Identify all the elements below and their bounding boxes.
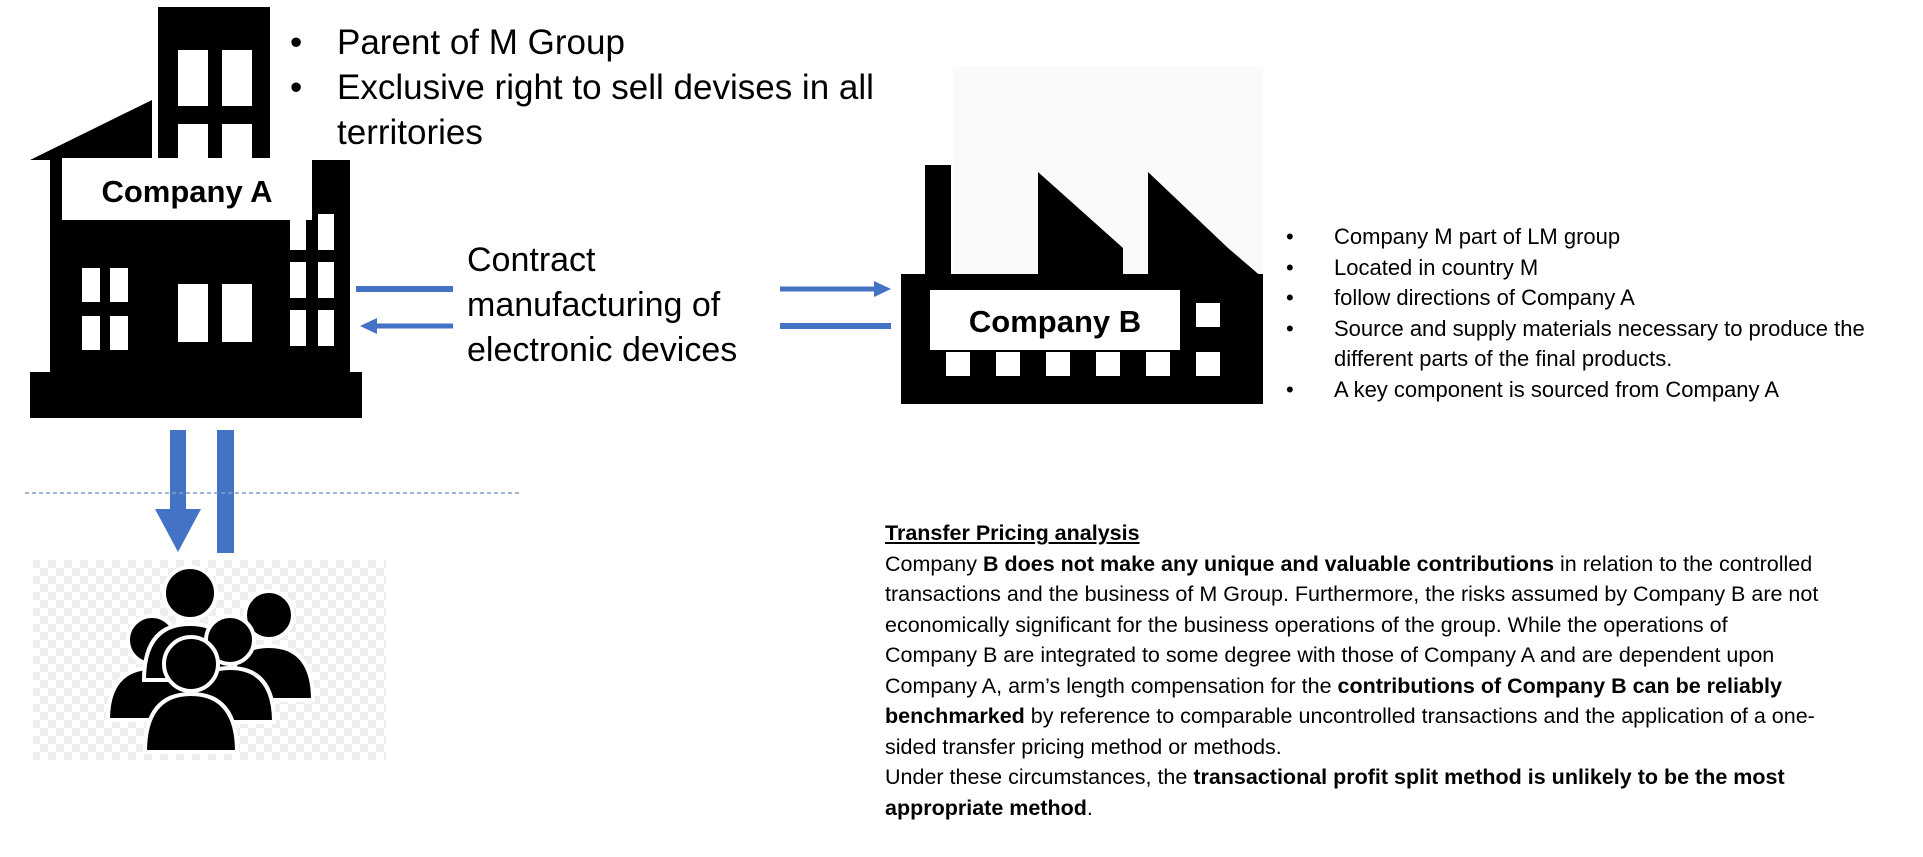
analysis-emphasis: transactional profit split method is unl… <box>885 765 1785 820</box>
arrow-down-head <box>155 509 201 552</box>
analysis-text: by reference to comparable uncontrolled … <box>885 704 1815 759</box>
analysis-conclusion: Under these circumstances, the transacti… <box>885 762 1825 823</box>
contract-label: Contract manufacturing of electronic dev… <box>467 241 738 369</box>
company-b-bullet: A key component is sourced from Company … <box>1284 375 1923 406</box>
analysis-paragraph: Company B does not make any unique and v… <box>885 549 1825 763</box>
customers-group-icon <box>105 565 316 754</box>
company-b-bullet: follow directions of Company A <box>1284 283 1923 314</box>
company-a-bullet: Exclusive right to sell devises in all t… <box>290 65 930 155</box>
arrow-to-company-a-head <box>360 318 377 334</box>
analysis-emphasis: contributions of Company B can be reliab… <box>885 673 1782 729</box>
arrow-down-shaft <box>170 430 186 512</box>
return-bar <box>217 430 234 553</box>
transfer-pricing-analysis: Transfer Pricing analysis Company B does… <box>885 518 1825 823</box>
company-b-bullet: Located in country M <box>1284 253 1923 284</box>
flow-arrows <box>356 281 891 334</box>
analysis-heading: Transfer Pricing analysis <box>885 521 1140 545</box>
company-b-bullet: Company M part of LM group <box>1284 222 1923 253</box>
analysis-text: Under these circumstances, the <box>885 765 1194 789</box>
company-b-label: Company B <box>969 304 1141 339</box>
company-b-factory-icon <box>901 165 1263 404</box>
company-b-bullet: Source and supply materials necessary to… <box>1284 314 1923 375</box>
arrow-to-company-b-head <box>874 281 891 297</box>
analysis-emphasis: B does not make any unique and valuable … <box>983 551 1555 576</box>
company-a-bullet-list: Parent of M Group Exclusive right to sel… <box>290 20 930 155</box>
company-a-bullet: Parent of M Group <box>290 20 930 65</box>
company-b-bullet-list: Company M part of LM group Located in co… <box>1284 222 1923 405</box>
customer-arrows <box>155 430 234 553</box>
company-a-building-icon <box>30 7 362 418</box>
analysis-text: Company <box>885 551 983 576</box>
analysis-text: in relation to the controlled transactio… <box>885 551 1819 698</box>
company-a-label: Company A <box>101 174 272 209</box>
analysis-text: . <box>1086 795 1093 820</box>
